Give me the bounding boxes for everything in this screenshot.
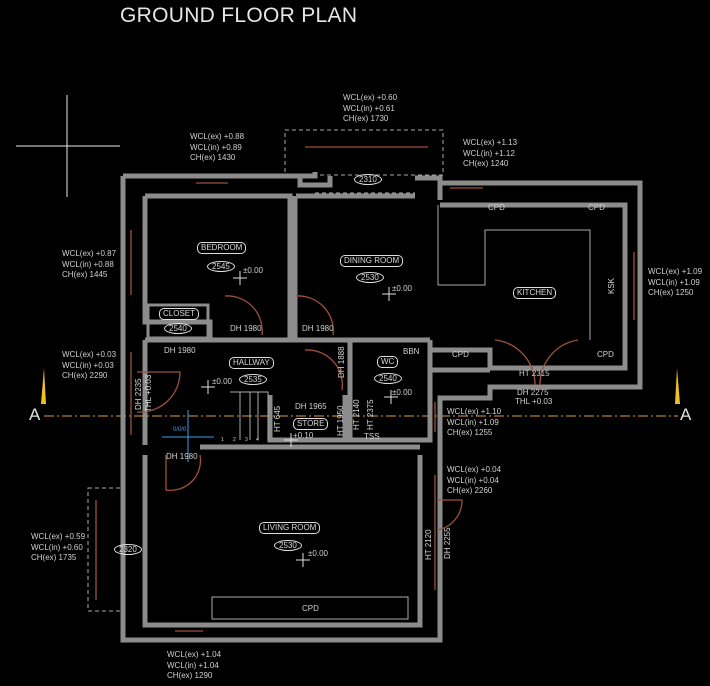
door-height: DH 1980 xyxy=(166,452,198,461)
head-height: HT 1950 xyxy=(336,405,345,436)
crosshair-cursor-icon xyxy=(16,95,120,197)
room-label-hallway[interactable]: HALLWAY xyxy=(229,357,274,369)
door-height: DH 1888 xyxy=(337,346,346,378)
floor-level: +0.10 xyxy=(293,431,314,440)
ksk-label: KSK xyxy=(607,277,616,294)
bay-height: 2310 xyxy=(354,174,382,185)
ceiling-height: 2530 xyxy=(356,272,384,283)
door-height: DH 1980 xyxy=(230,324,262,333)
floor-level: ±0.00 xyxy=(308,549,328,558)
door-height: DH 2255 xyxy=(443,527,452,559)
doors-windows xyxy=(95,146,635,632)
stair-number: 4 xyxy=(256,437,259,443)
room-label-dining[interactable]: DINING ROOM xyxy=(340,255,404,267)
threshold-level: THL +0.03 xyxy=(515,397,553,406)
floor-level: ±0.00 xyxy=(392,388,412,397)
head-height: HT 645 xyxy=(273,405,282,432)
section-arrow-right-icon xyxy=(675,368,680,404)
ceiling-height: 2540 xyxy=(164,323,192,334)
cupboard-label: CPD xyxy=(452,350,469,359)
room-label-store[interactable]: STORE xyxy=(293,418,329,430)
ceiling-height: 2545 xyxy=(207,261,235,272)
bay-height: 2320 xyxy=(114,544,142,555)
door-height: DH 2235 xyxy=(134,378,143,410)
head-height: HT 2375 xyxy=(366,399,375,430)
section-marker-left[interactable]: A xyxy=(29,405,41,424)
ceiling-height: 2530 xyxy=(274,540,302,551)
room-label-wc[interactable]: WC xyxy=(377,356,399,368)
stair-number: 3 xyxy=(245,437,248,443)
head-height: HT 2140 xyxy=(352,399,361,430)
floor-level: ±0.00 xyxy=(392,284,412,293)
blue-annotation: 0/0/0 xyxy=(173,427,187,433)
door-height: DH 1965 xyxy=(295,402,327,411)
door-height: DH 1980 xyxy=(302,324,334,333)
floor-level: ±0.00 xyxy=(243,266,263,275)
head-height: HT 2120 xyxy=(424,529,433,560)
exterior-walls xyxy=(120,172,643,643)
tss-label: TSS xyxy=(364,432,380,441)
room-label-bedroom[interactable]: BEDROOM xyxy=(197,242,247,254)
section-arrow-left-icon xyxy=(41,368,46,404)
cupboard-label: CPD xyxy=(302,604,319,613)
room-label-kitchen[interactable]: KITCHEN xyxy=(513,287,557,299)
head-height: HT 2315 xyxy=(519,369,550,378)
cupboard-label: CPD xyxy=(597,350,614,359)
room-label-closet[interactable]: CLOSET xyxy=(159,308,200,320)
threshold-level: THL +0.03 xyxy=(144,374,153,412)
ceiling-height: 2535 xyxy=(239,374,267,385)
cupboard-label: CPD xyxy=(488,203,505,212)
bbn-label: BBN xyxy=(403,347,420,356)
section-marker-right[interactable]: A xyxy=(680,405,692,424)
room-label-living[interactable]: LIVING ROOM xyxy=(259,522,321,534)
stair-number: 2 xyxy=(233,437,236,443)
floor-level: ±0.00 xyxy=(212,377,232,386)
drawing-title: GROUND FLOOR PLAN xyxy=(120,4,358,27)
ceiling-height: 2540 xyxy=(374,373,402,384)
cupboard-label: CPD xyxy=(588,203,605,212)
stair-number: 1 xyxy=(221,437,224,443)
door-height: DH 1980 xyxy=(164,346,196,355)
door-height: DH 2275 xyxy=(517,388,549,397)
